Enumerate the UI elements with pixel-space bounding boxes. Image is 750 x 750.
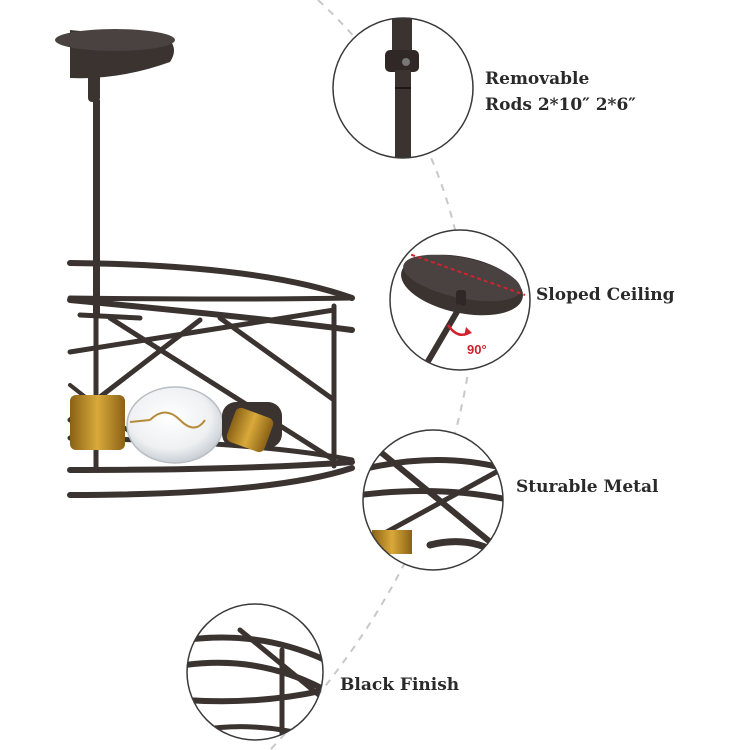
feature-label-line: Sturable Metal [516,477,659,497]
feature-label-line: Sloped Ceiling [536,285,675,305]
feature-label-line: Rods 2*10″ 2*6″ [485,95,636,115]
feature-label-finish: Black Finish [340,672,459,698]
feature-label-line: Black Finish [340,675,460,695]
feature-label-rods: Removable Rods 2*10″ 2*6″ [485,66,636,118]
feature-label-line: Removable [485,69,590,89]
feature-label-sloped: Sloped Ceiling [536,282,675,308]
main-sockets-bulbs [70,386,282,464]
angle-badge: 90° [467,342,487,357]
zoom-finish [187,604,323,740]
zoom-sloped [390,230,530,370]
zoom-rods [333,18,473,158]
feature-label-metal: Sturable Metal [516,474,659,500]
